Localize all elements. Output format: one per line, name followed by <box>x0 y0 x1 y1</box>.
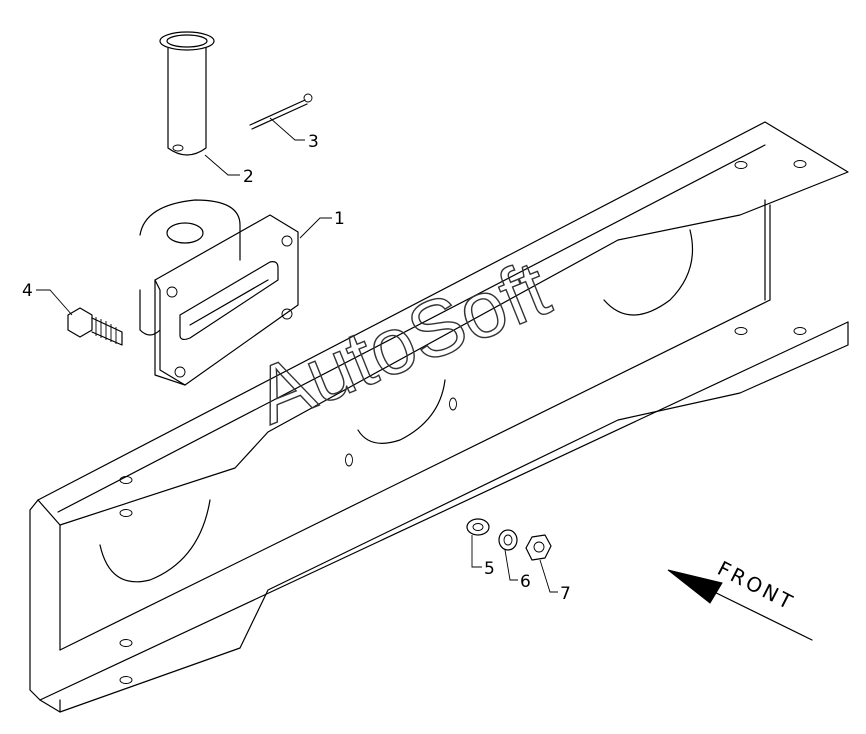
callout-5: 5 <box>484 559 495 579</box>
washer-part-5 <box>466 518 490 536</box>
hitch-bracket-part-1 <box>139 199 299 386</box>
callout-3: 3 <box>308 132 319 152</box>
pin-part-2 <box>159 31 215 156</box>
callout-4: 4 <box>22 281 33 301</box>
callout-labels: 1 2 3 4 5 6 7 <box>22 132 571 604</box>
watermark-text: AutoSoft <box>243 243 561 440</box>
lock-washer-part-6 <box>498 529 518 551</box>
nut-part-7 <box>525 534 552 561</box>
bolt-part-4 <box>67 307 123 346</box>
frame-rail <box>29 121 849 713</box>
callout-2: 2 <box>243 167 254 187</box>
cotter-pin-part-3 <box>249 93 313 130</box>
callout-1: 1 <box>334 209 345 229</box>
front-label: FRONT <box>714 556 799 615</box>
front-direction-arrow: FRONT <box>667 556 813 641</box>
callout-7: 7 <box>560 584 571 604</box>
callout-6: 6 <box>520 572 531 592</box>
callout-leaders <box>36 117 558 593</box>
